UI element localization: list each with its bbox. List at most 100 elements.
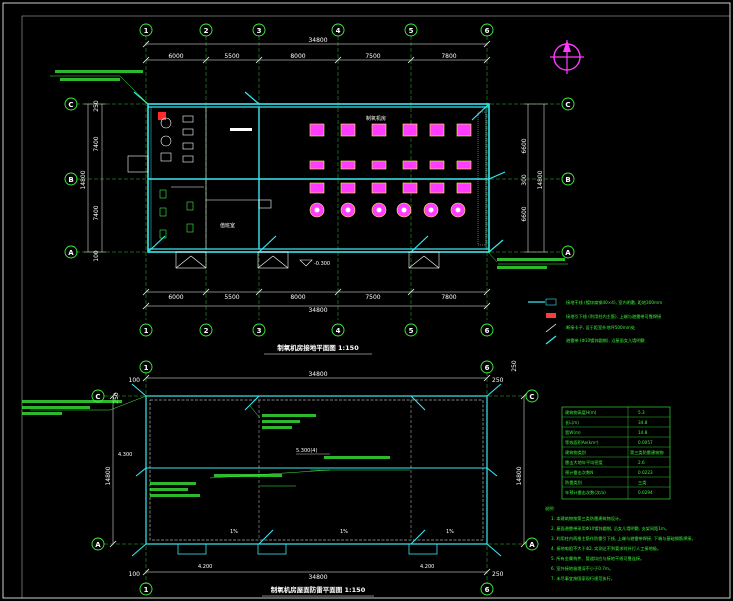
- plan1-equipment: [309, 123, 472, 218]
- table-cell: 预计雷击次数N: [565, 469, 593, 476]
- plan2: 34800 34800 100 250 100 250 250 14800 25…: [22, 360, 539, 597]
- plan1-control-panel: [158, 112, 252, 239]
- plan2-corner-dim: 250: [492, 571, 504, 578]
- axis-label: 6: [485, 586, 490, 594]
- axis-label: 5: [409, 27, 414, 35]
- table-cell: 长L(m): [565, 419, 579, 426]
- table-cell: 年预计雷击次数(次/a): [565, 489, 606, 496]
- table-cell: 0.0057: [638, 440, 653, 445]
- axis-label: 5: [409, 327, 414, 335]
- table-cell: 宽W(m): [565, 429, 581, 436]
- legend-item: 避雷带 (Φ10镀锌圆钢), 沿屋面女儿墙明敷: [566, 337, 646, 344]
- plan1: 34800 6000 5500 8000 7500 7800 6000 5500…: [50, 23, 575, 355]
- axis-label: 3: [257, 327, 262, 335]
- axis-label: A: [68, 249, 74, 257]
- plan1-row-axis: [64, 97, 575, 259]
- note-line: 1. 本建筑物按第三类防雷建筑物设计。: [551, 515, 623, 522]
- plan2-slope-mark: 1%: [230, 529, 238, 535]
- axis-label: B: [68, 176, 73, 184]
- plan1-left-span: 7400: [93, 205, 100, 220]
- plan1-left-span: 100: [93, 250, 100, 262]
- table-cell: 建筑物高度H(m): [565, 409, 597, 416]
- lightning-calc-table: [561, 406, 671, 500]
- plan2-corner-dim: 100: [129, 571, 141, 578]
- axis-label: C: [529, 393, 534, 401]
- plan1-walls: [133, 91, 506, 253]
- plan1-elevation: -0.300: [314, 261, 330, 267]
- axis-label: 1: [144, 364, 149, 372]
- plan1-doors: [127, 155, 440, 269]
- note-line: 4. 接地电阻不大于4Ω, 实测达不到要求时补打人工接地极。: [551, 545, 661, 552]
- plan1-col-axis-top: [139, 23, 494, 37]
- plan1-top-span: 5500: [224, 53, 239, 60]
- axis-label: 6: [485, 364, 490, 372]
- axis-label: A: [95, 541, 101, 549]
- plan2-right-dim: 250: [511, 360, 518, 372]
- plan1-bottom-total: 34800: [308, 307, 327, 314]
- plan2-level-bottom-left: 4.200: [198, 564, 212, 570]
- axis-label: B: [565, 176, 570, 184]
- plan1-left-span: 7400: [93, 136, 100, 151]
- table-cell: 三类: [638, 479, 647, 486]
- table-cell: 0.0223: [638, 470, 653, 475]
- axis-label: A: [529, 541, 535, 549]
- axis-label: 4: [336, 27, 341, 35]
- table-cell: 防雷类别: [565, 479, 582, 486]
- table-cell: 14.8: [638, 430, 648, 435]
- table-cell: 0.0294: [638, 490, 653, 495]
- plan1-bottom-span: 7800: [441, 294, 456, 301]
- legend: 接地干线 (镀锌扁钢40×4), 室内明敷, 距地300mm 接地引下线 (利用…: [528, 298, 662, 345]
- axis-label: 3: [257, 27, 262, 35]
- plan1-top-span: 6000: [168, 53, 183, 60]
- drawing-inner-frame: [21, 15, 731, 599]
- axis-label: 6: [485, 327, 490, 335]
- plan1-right-span: 300: [521, 174, 528, 186]
- note-line: 6. 室外接地极埋深不小于0.7m。: [551, 565, 613, 572]
- note-line: 5. 所有金属构件、管道均应与接地干线可靠连接。: [551, 555, 644, 562]
- plan1-hall-label: 制氧机房: [366, 115, 386, 122]
- plan1-room-label: 值班室: [220, 222, 235, 229]
- note-line: 3. 利用柱内两根主筋作防雷引下线, 上端与避雷带焊接, 下端与基础钢筋焊接。: [551, 535, 696, 542]
- plan2-axis-bubbles: [91, 360, 539, 596]
- plan1-bottom-span: 7500: [365, 294, 380, 301]
- axis-label: A: [565, 249, 571, 257]
- plan2-top-total: 34800: [308, 371, 327, 378]
- plan1-right-span: 6600: [521, 138, 528, 153]
- plan1-col-axis-bottom: [139, 323, 494, 337]
- legend-item: 接地干线 (镀锌扁钢40×4), 室内明敷, 距地300mm: [566, 299, 662, 306]
- plan2-corner-dim: 100: [129, 377, 141, 384]
- plan2-corner-dim: 250: [492, 377, 504, 384]
- axis-label: C: [565, 101, 570, 109]
- note-line: 7. 未尽事宜按国家现行规范执行。: [551, 575, 615, 582]
- axis-label: 2: [204, 327, 209, 335]
- table-cell: 雷击大地年平均密度: [565, 459, 604, 466]
- plan1-top-span: 7800: [441, 53, 456, 60]
- plan2-slope-mark: 1%: [340, 529, 348, 535]
- axis-label: 4: [336, 327, 341, 335]
- axis-label: 1: [144, 586, 149, 594]
- axis-label: 1: [144, 27, 149, 35]
- plan1-bottom-span: 5500: [224, 294, 239, 301]
- note-line: 2. 屋面避雷带采用Φ10镀锌圆钢, 沿女儿墙明敷, 支架间距1m。: [551, 525, 669, 532]
- axis-label: C: [68, 101, 73, 109]
- plan2-level-left: 4.300: [118, 452, 132, 458]
- plan2-slope-mark: 1%: [446, 529, 454, 535]
- notes-title: 说明:: [545, 505, 555, 512]
- plan1-bottom-span: 8000: [290, 294, 305, 301]
- axis-label: 6: [485, 27, 490, 35]
- plan1-top-span: 7500: [365, 53, 380, 60]
- axis-label: C: [95, 393, 100, 401]
- axis-label: 1: [144, 327, 149, 335]
- plan1-top-span: 8000: [290, 53, 305, 60]
- plan2-left-dim: 250: [113, 392, 120, 404]
- table-cell: 34.8: [638, 420, 648, 425]
- table-cell: 2.6: [638, 460, 645, 465]
- table-cell: 建筑物类别: [565, 449, 586, 456]
- legend-item: 接地引下线 (利用柱内主筋), 上端与避雷带可靠焊接: [566, 313, 662, 320]
- plan2-right-total: 14800: [516, 466, 523, 485]
- plan1-bottom-span: 6000: [168, 294, 183, 301]
- plan1-top-total: 34800: [308, 37, 327, 44]
- plan1-right-span: 6600: [521, 206, 528, 221]
- plan2-level-bottom-right: 4.200: [420, 564, 434, 570]
